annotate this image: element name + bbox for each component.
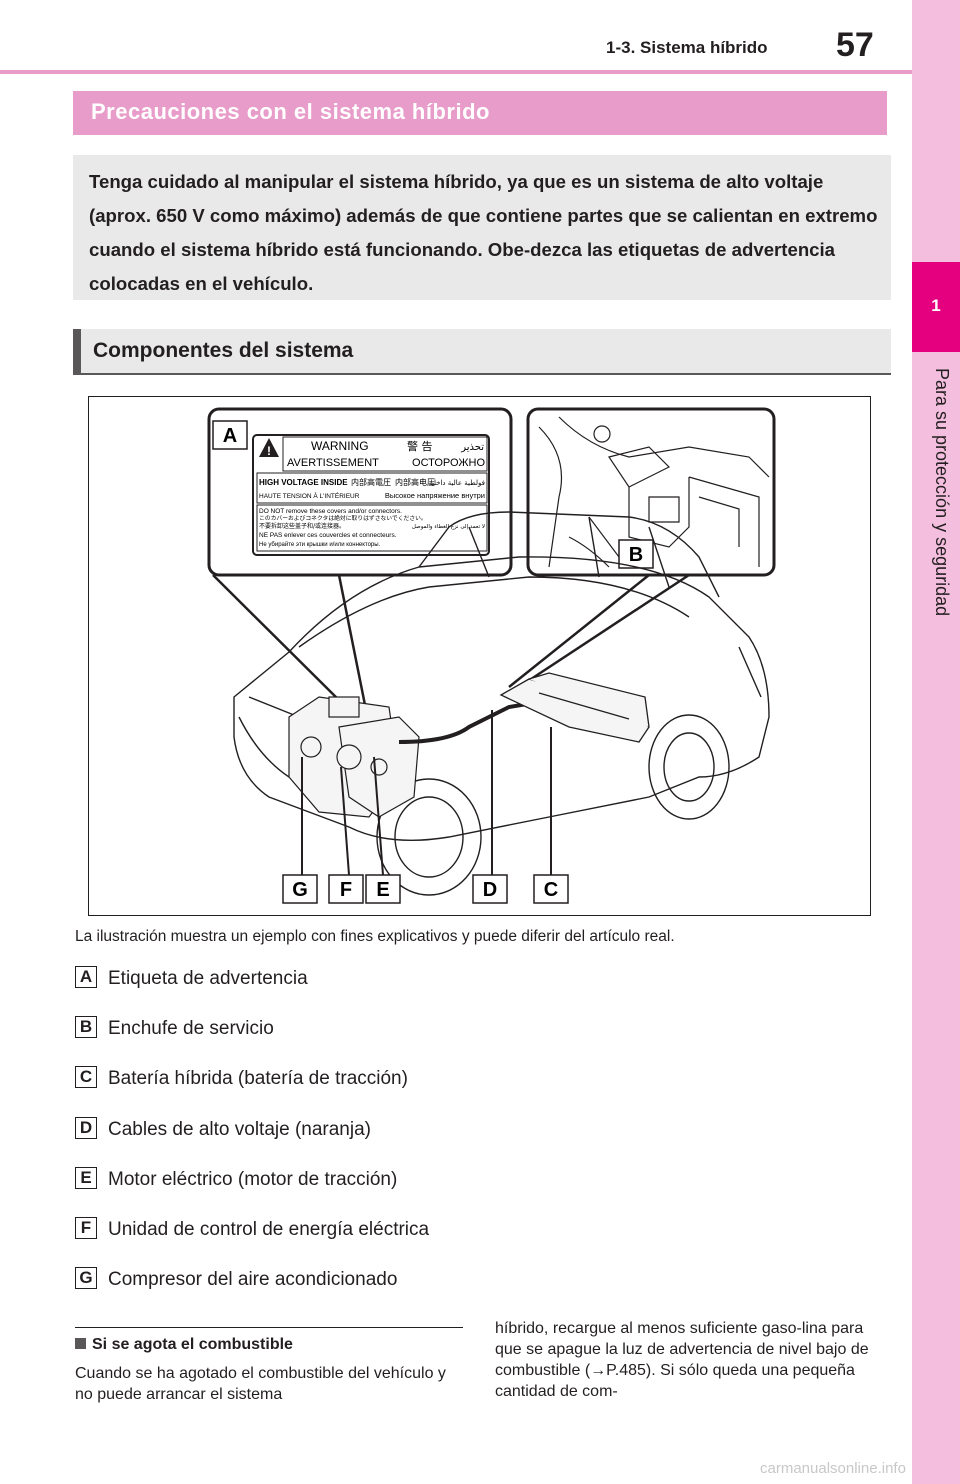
legend-text-g: Compresor del aire acondicionado	[108, 1269, 398, 1290]
service-plug-drawing	[538, 416, 770, 568]
watermark: carmanualsonline.info	[760, 1460, 906, 1477]
label-hv-inside: HIGH VOLTAGE INSIDE	[259, 478, 348, 487]
legend-text-b: Enchufe de servicio	[108, 1018, 274, 1039]
callout-g: G	[292, 879, 308, 901]
legend-letter-a: A	[75, 966, 97, 988]
callout-e: E	[376, 879, 389, 901]
chapter-tab: 1	[912, 262, 960, 352]
label-ostorozhno: ОСТОРОЖНО	[412, 457, 485, 469]
hybrid-system-drawing: A ! WARNING 警 告 تحذير AVERTISSEMENT ОСТО…	[207, 407, 776, 904]
callout-b: B	[629, 544, 643, 566]
page-number: 57	[836, 26, 874, 64]
section-banner: Precauciones con el sistema híbrido	[73, 91, 887, 135]
legend-letter-b: B	[75, 1016, 97, 1038]
label-warning-jp: 警 告	[407, 439, 433, 453]
components-title: Componentes del sistema	[93, 339, 354, 362]
legend-text-f: Unidad de control de energía eléctrica	[108, 1219, 430, 1240]
callout-a-box	[212, 420, 248, 450]
label-hv-fr: HAUTE TENSION À L'INTÉRIEUR	[259, 491, 360, 500]
legend-letter-g: G	[75, 1267, 97, 1289]
label-hv-jp: 内部高電圧	[351, 477, 391, 487]
chapter-sidebar	[912, 0, 960, 1484]
bottom-callouts: G F E D C	[282, 874, 569, 904]
legend-text-c: Batería híbrida (batería de tracción)	[108, 1068, 408, 1089]
callout-b-box	[618, 539, 654, 569]
system-illustration: A ! WARNING 警 告 تحذير AVERTISSEMENT ОСТО…	[88, 396, 871, 916]
note-title-text: Si se agota el combustible	[92, 1336, 293, 1353]
legend-text-d: Cables de alto voltaje (naranja)	[108, 1119, 371, 1140]
label-en: DO NOT remove these covers and/or connec…	[259, 508, 402, 515]
callout-c: C	[544, 879, 558, 901]
powertrain	[288, 696, 420, 818]
chapter-number: 1	[931, 296, 941, 315]
hv-cable	[398, 695, 570, 744]
header-rule	[0, 70, 912, 74]
label-cn: 不要拆卸这些盖子和/或连接器。	[259, 522, 345, 530]
legend-letter-c: C	[75, 1066, 97, 1088]
legend-text-a: Etiqueta de advertencia	[108, 968, 308, 989]
legend-letter-e: E	[75, 1167, 97, 1189]
svg-text:!: !	[267, 444, 271, 458]
label-hv-ar: فولطية عالية داخلية	[428, 479, 485, 487]
callout-d: D	[483, 879, 497, 901]
leader-lines	[212, 573, 690, 716]
label-warning-ar: تحذير	[460, 442, 484, 453]
illustration-caption: La ilustración muestra un ejemplo con fi…	[75, 928, 675, 945]
components-header: Componentes del sistema	[73, 329, 891, 375]
intro-text: Tenga cuidado al manipular el sistema hí…	[89, 171, 878, 294]
callout-f: F	[340, 879, 352, 901]
note-divider	[75, 1327, 463, 1328]
hybrid-battery	[499, 672, 650, 743]
note-text-left: Cuando se ha agotado el combustible del …	[75, 1365, 446, 1403]
chapter-title: Para su protección y seguridad	[932, 368, 952, 617]
callout-a: A	[223, 425, 237, 447]
section-title: 1-3. Sistema híbrido	[606, 38, 768, 57]
label-avertissement: AVERTISSEMENT	[287, 457, 379, 469]
note-text-right: híbrido, recargue al menos suficiente ga…	[495, 1320, 869, 1400]
label-fr: NE PAS enlever ces couvercles et connect…	[259, 532, 397, 539]
banner-title: Precauciones con el sistema híbrido	[91, 99, 490, 124]
bottom-leaders	[301, 710, 552, 876]
warning-triangle-icon	[259, 438, 279, 457]
car-outline	[233, 511, 770, 896]
label-hv-cn: 内部高电压	[395, 477, 435, 487]
intro-box: Tenga cuidado al manipular el sistema hí…	[73, 155, 891, 300]
square-bullet-icon	[75, 1338, 86, 1349]
legend-text-e: Motor eléctrico (motor de tracción)	[108, 1169, 398, 1190]
label-warning: WARNING	[311, 439, 369, 453]
label-ru: Не убирайте эти крышки и/или коннекторы.	[259, 541, 381, 548]
legend-letter-f: F	[75, 1217, 97, 1239]
label-hv-ru: Высокое напряжение внутри	[385, 491, 485, 500]
label-jp: このカバーおよびコネクタは絶対に取りはずさないでください。	[259, 514, 427, 522]
legend-letter-d: D	[75, 1117, 97, 1139]
note-title: Si se agota el combustible	[75, 1336, 293, 1354]
